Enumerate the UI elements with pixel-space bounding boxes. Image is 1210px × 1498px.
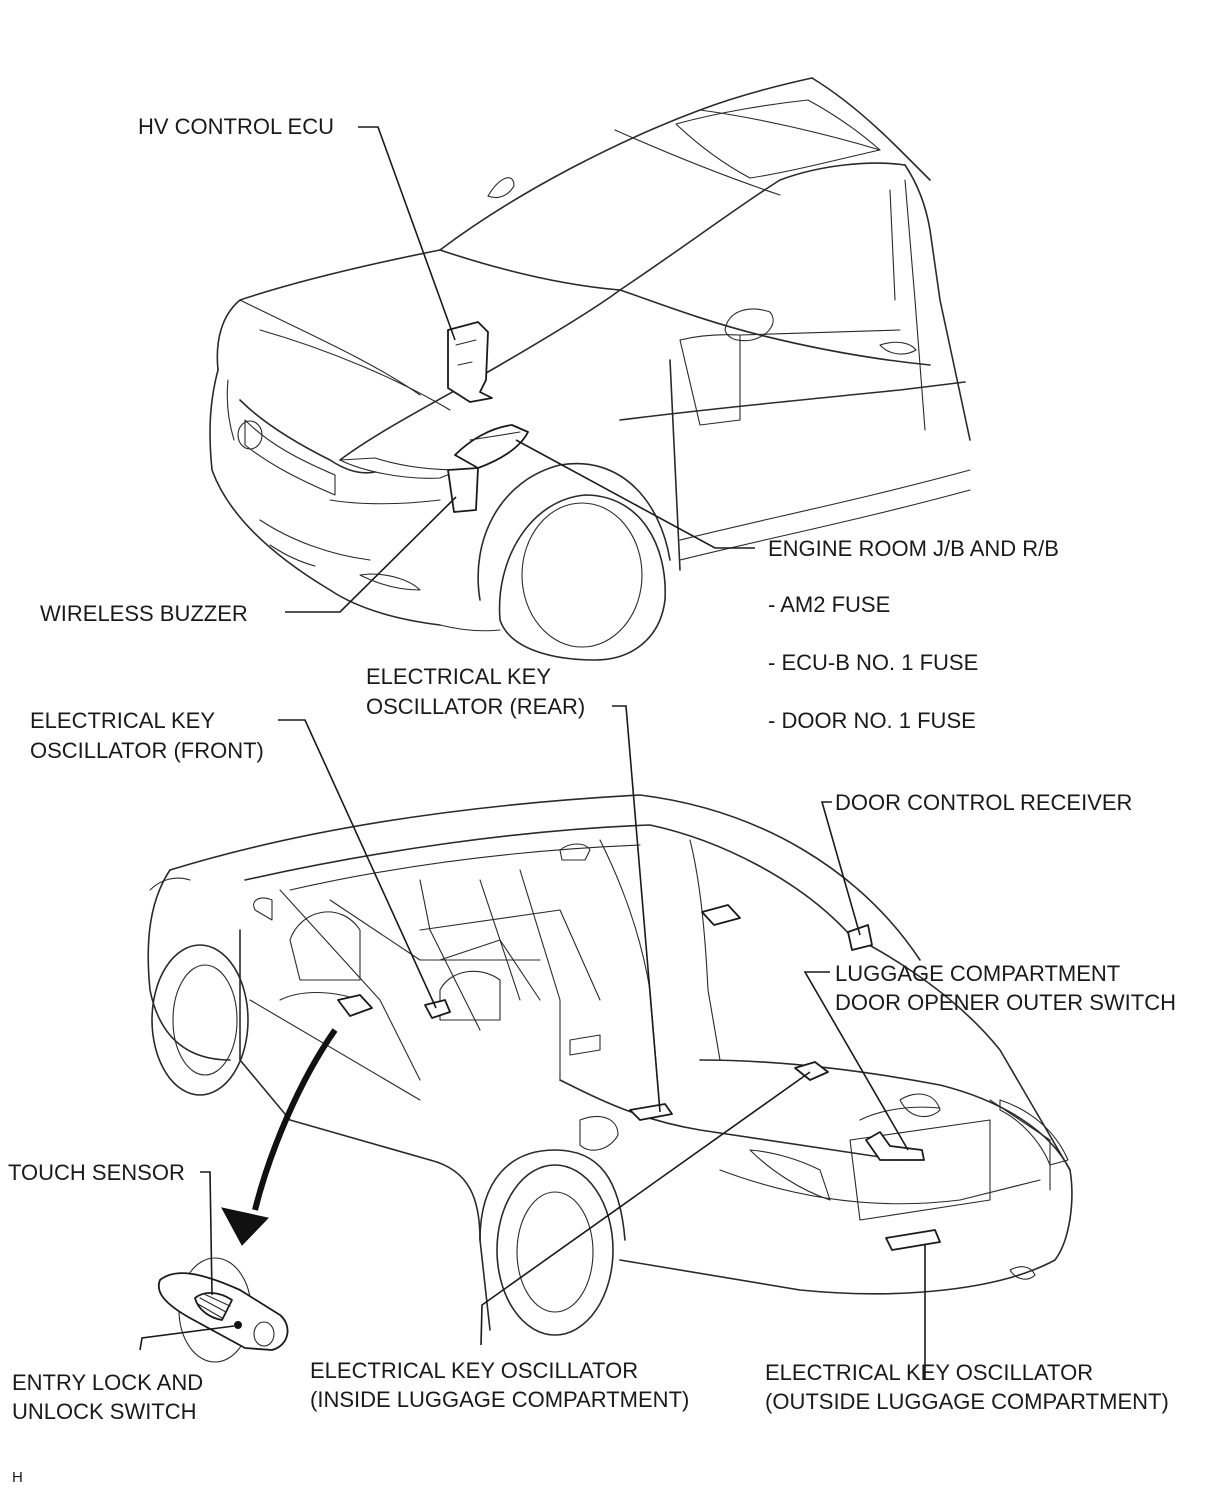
label-key-osc-front-line1: ELECTRICAL KEY (30, 708, 215, 733)
label-am2-fuse: - AM2 FUSE (768, 592, 890, 617)
label-hv-control-ecu: HV CONTROL ECU (138, 114, 334, 139)
label-door-no1-fuse: - DOOR NO. 1 FUSE (768, 708, 976, 733)
label-key-osc-inside-line1: ELECTRICAL KEY OSCILLATOR (310, 1358, 638, 1383)
key-osc-front-part (424, 999, 451, 1019)
label-key-osc-outside-line1: ELECTRICAL KEY OSCILLATOR (765, 1360, 1093, 1385)
hv-control-ecu-part (447, 321, 493, 403)
overhead-clip-part (701, 904, 741, 926)
front-car-illustration (209, 77, 971, 661)
label-ecu-b-no1-fuse: - ECU-B NO. 1 FUSE (768, 650, 978, 675)
label-door-control-receiver: DOOR CONTROL RECEIVER (835, 790, 1132, 815)
luggage-switch-part (865, 1131, 925, 1161)
label-luggage-switch-line2: DOOR OPENER OUTER SWITCH (835, 990, 1176, 1015)
rear-car-illustration (147, 794, 1073, 1336)
entry-handle-part-in-car (337, 994, 373, 1017)
engine-room-jb-part (447, 424, 529, 513)
leader-lines (139, 126, 926, 1380)
label-wireless-buzzer: WIRELESS BUZZER (40, 601, 248, 626)
corner-mark: H (12, 1469, 23, 1486)
key-osc-rear-part (629, 1103, 673, 1121)
label-key-osc-front-line2: OSCILLATOR (FRONT) (30, 738, 264, 763)
key-osc-outside-part (885, 1229, 941, 1251)
detail-arrow (221, 1028, 338, 1246)
label-touch-sensor: TOUCH SENSOR (8, 1160, 185, 1185)
label-entry-lock-line2: UNLOCK SWITCH (12, 1399, 197, 1424)
label-key-osc-inside-line2: (INSIDE LUGGAGE COMPARTMENT) (310, 1387, 689, 1412)
label-entry-lock-line1: ENTRY LOCK AND (12, 1370, 203, 1395)
door-control-receiver-part (847, 924, 873, 951)
label-key-osc-outside-line2: (OUTSIDE LUGGAGE COMPARTMENT) (765, 1389, 1169, 1414)
label-key-osc-rear-line1: ELECTRICAL KEY (366, 664, 551, 689)
label-engine-room-jb-rb: ENGINE ROOM J/B AND R/B (768, 536, 1059, 561)
label-luggage-switch-line1: LUGGAGE COMPARTMENT (835, 961, 1120, 986)
door-handle-detail (157, 1257, 289, 1363)
label-key-osc-rear-line2: OSCILLATOR (REAR) (366, 694, 585, 719)
labels: HV CONTROL ECU ENGINE ROOM J/B AND R/B -… (8, 114, 1176, 1486)
